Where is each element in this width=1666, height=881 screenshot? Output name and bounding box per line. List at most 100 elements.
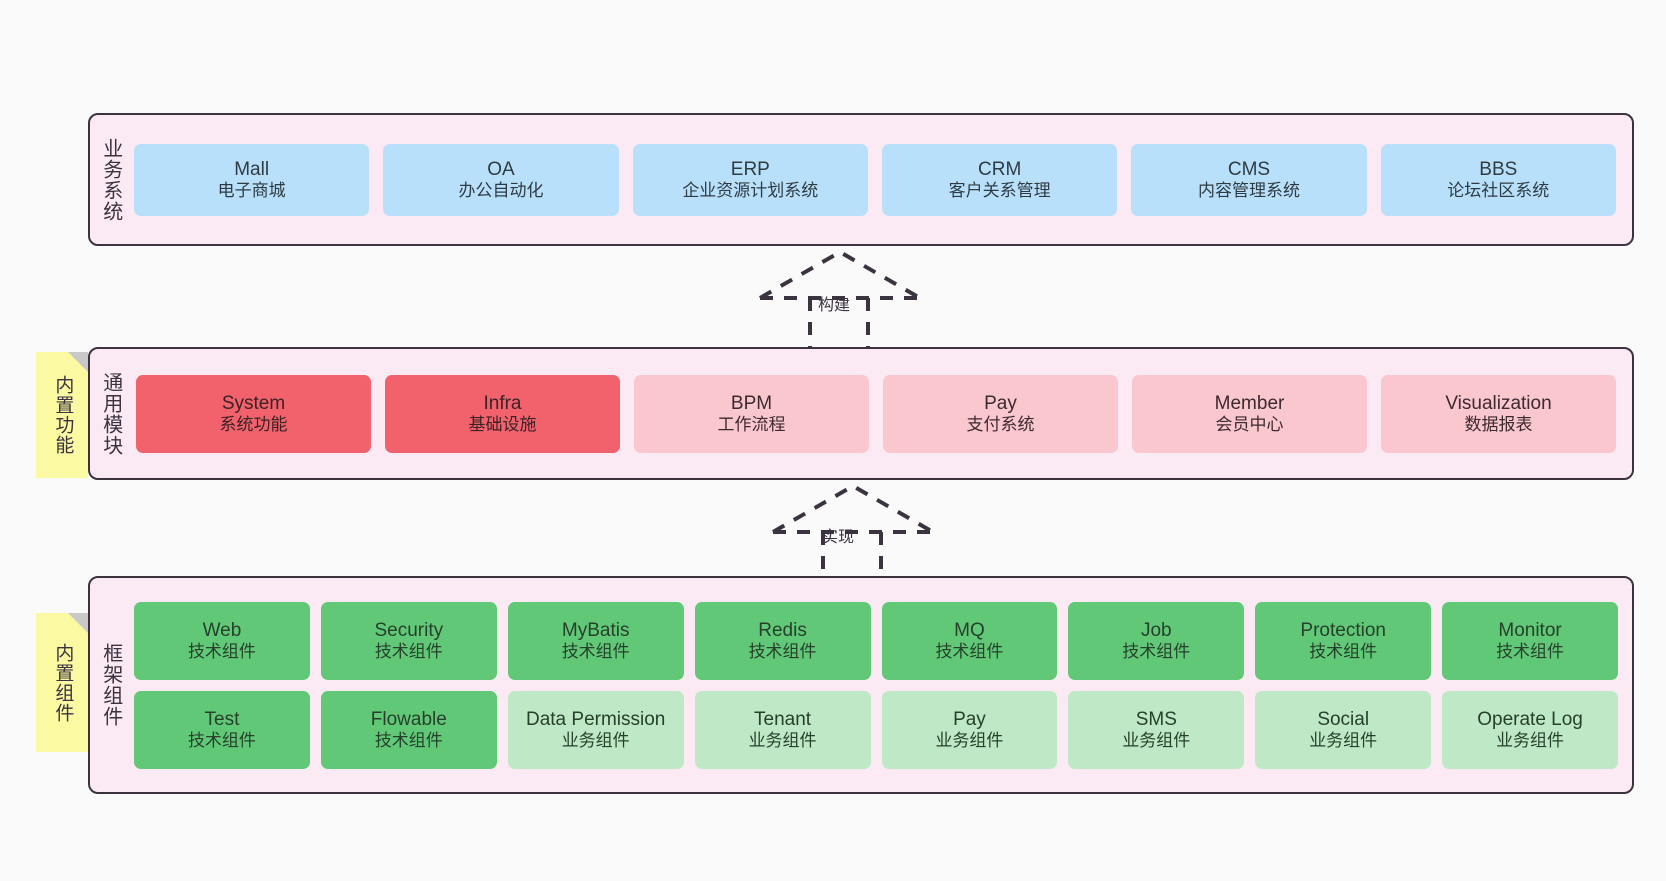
card-web[interactable]: Web 技术组件: [134, 601, 310, 680]
card-row: Test 技术组件 Flowable 技术组件 Data Permission …: [134, 690, 1618, 769]
card-subtitle: 电子商城: [217, 180, 286, 200]
card-pay-component[interactable]: Pay 业务组件: [881, 690, 1058, 769]
card-title: Test: [204, 708, 240, 730]
arrow-implement-label: 实现: [822, 529, 855, 546]
layer-business-systems: 业务系统 Mall 电子商城 OA 办公自动化 ERP 企业资源计划系统 CRM…: [88, 113, 1634, 246]
card-title: Operate Log: [1477, 708, 1583, 730]
card-subtitle: 数据报表: [1464, 414, 1533, 434]
note-builtin-component: 内置组件: [36, 613, 88, 752]
card-bbs[interactable]: BBS 论坛社区系统: [1380, 143, 1616, 216]
layer-label-business: 业务系统: [99, 137, 122, 222]
card-subtitle: 业务组件: [748, 730, 817, 750]
card-title: MQ: [954, 619, 985, 641]
card-subtitle: 论坛社区系统: [1447, 180, 1550, 200]
card-mq[interactable]: MQ 技术组件: [881, 601, 1058, 680]
card-title: Social: [1317, 708, 1370, 730]
card-title: Monitor: [1498, 619, 1562, 641]
card-subtitle: 技术组件: [1122, 641, 1191, 661]
card-title: ERP: [730, 158, 770, 180]
card-subtitle: 技术组件: [374, 730, 443, 750]
layer-business-cards: Mall 电子商城 OA 办公自动化 ERP 企业资源计划系统 CRM 客户关系…: [130, 115, 1632, 244]
card-subtitle: 技术组件: [1309, 641, 1378, 661]
card-subtitle: 系统功能: [219, 414, 288, 434]
card-title: Tenant: [754, 708, 812, 730]
card-system[interactable]: System 系统功能: [136, 374, 371, 453]
card-title: Mall: [234, 158, 270, 180]
card-title: Protection: [1300, 619, 1386, 641]
card-subtitle: 基础设施: [468, 414, 537, 434]
card-subtitle: 会员中心: [1215, 414, 1284, 434]
card-security[interactable]: Security 技术组件: [320, 601, 497, 680]
layer-common-modules: 通用模块 System 系统功能 Infra 基础设施 BPM 工作流程 Pay…: [88, 347, 1634, 480]
card-flowable[interactable]: Flowable 技术组件: [320, 690, 497, 769]
layer-common-cards: System 系统功能 Infra 基础设施 BPM 工作流程 Pay 支付系统…: [130, 349, 1632, 478]
card-title: Pay: [984, 392, 1017, 414]
card-title: BBS: [1479, 158, 1518, 180]
card-cms[interactable]: CMS 内容管理系统: [1131, 143, 1367, 216]
card-title: Pay: [953, 708, 986, 730]
card-subtitle: 技术组件: [1496, 641, 1565, 661]
card-data-permission[interactable]: Data Permission 业务组件: [507, 690, 684, 769]
card-social[interactable]: Social 业务组件: [1255, 690, 1432, 769]
card-subtitle: 技术组件: [187, 641, 256, 661]
arrow-build-label: 构建: [818, 297, 851, 314]
card-subtitle: 技术组件: [748, 641, 817, 661]
card-subtitle: 工作流程: [717, 414, 786, 434]
card-subtitle: 业务组件: [1122, 730, 1191, 750]
card-monitor[interactable]: Monitor 技术组件: [1442, 601, 1618, 680]
card-title: Member: [1214, 392, 1285, 414]
card-mall[interactable]: Mall 电子商城: [134, 143, 370, 216]
card-title: CRM: [978, 158, 1022, 180]
layer-label-framework: 框架组件: [99, 643, 122, 727]
card-title: Flowable: [370, 708, 447, 730]
card-crm[interactable]: CRM 客户关系管理: [881, 143, 1118, 216]
card-job[interactable]: Job 技术组件: [1068, 601, 1245, 680]
card-title: Visualization: [1445, 392, 1552, 414]
card-subtitle: 业务组件: [561, 730, 630, 750]
card-title: Redis: [758, 619, 807, 641]
card-member[interactable]: Member 会员中心: [1132, 374, 1367, 453]
card-title: Job: [1140, 619, 1172, 641]
card-redis[interactable]: Redis 技术组件: [694, 601, 871, 680]
card-subtitle: 业务组件: [1309, 730, 1378, 750]
note-builtin-function: 内置功能: [36, 352, 88, 478]
card-row: System 系统功能 Infra 基础设施 BPM 工作流程 Pay 支付系统…: [136, 374, 1616, 453]
layer-label-common: 通用模块: [99, 371, 122, 456]
card-subtitle: 企业资源计划系统: [682, 180, 819, 200]
card-subtitle: 内容管理系统: [1197, 180, 1300, 200]
card-subtitle: 技术组件: [935, 641, 1004, 661]
card-subtitle: 办公自动化: [458, 180, 544, 200]
card-title: BPM: [730, 392, 773, 414]
card-title: CMS: [1227, 158, 1271, 180]
layer-framework-cards: Web 技术组件 Security 技术组件 MyBatis 技术组件 Redi…: [130, 578, 1632, 792]
card-subtitle: 业务组件: [1496, 730, 1565, 750]
layer-framework-components: 框架组件 Web 技术组件 Security 技术组件 MyBatis 技术组件…: [88, 576, 1634, 794]
card-erp[interactable]: ERP 企业资源计划系统: [632, 143, 868, 216]
card-subtitle: 业务组件: [935, 730, 1004, 750]
card-bpm[interactable]: BPM 工作流程: [634, 374, 869, 453]
card-title: OA: [487, 158, 515, 180]
card-tenant[interactable]: Tenant 业务组件: [694, 690, 871, 769]
card-subtitle: 支付系统: [966, 414, 1035, 434]
card-protection[interactable]: Protection 技术组件: [1255, 601, 1432, 680]
card-subtitle: 技术组件: [561, 641, 630, 661]
card-title: MyBatis: [561, 619, 630, 641]
card-oa[interactable]: OA 办公自动化: [383, 143, 619, 216]
card-pay-module[interactable]: Pay 支付系统: [883, 374, 1118, 453]
card-title: Web: [202, 619, 242, 641]
card-subtitle: 客户关系管理: [948, 180, 1051, 200]
card-sms[interactable]: SMS 业务组件: [1068, 690, 1245, 769]
card-test[interactable]: Test 技术组件: [134, 690, 310, 769]
card-title: Data Permission: [525, 708, 666, 730]
card-visualization[interactable]: Visualization 数据报表: [1381, 374, 1616, 453]
card-row: Mall 电子商城 OA 办公自动化 ERP 企业资源计划系统 CRM 客户关系…: [134, 143, 1616, 216]
card-operate-log[interactable]: Operate Log 业务组件: [1442, 690, 1618, 769]
card-title: SMS: [1135, 708, 1177, 730]
card-infra[interactable]: Infra 基础设施: [385, 374, 620, 453]
card-mybatis[interactable]: MyBatis 技术组件: [507, 601, 684, 680]
card-subtitle: 技术组件: [187, 730, 256, 750]
card-title: Infra: [483, 392, 522, 414]
card-title: Security: [374, 619, 444, 641]
card-row: Web 技术组件 Security 技术组件 MyBatis 技术组件 Redi…: [134, 601, 1618, 680]
